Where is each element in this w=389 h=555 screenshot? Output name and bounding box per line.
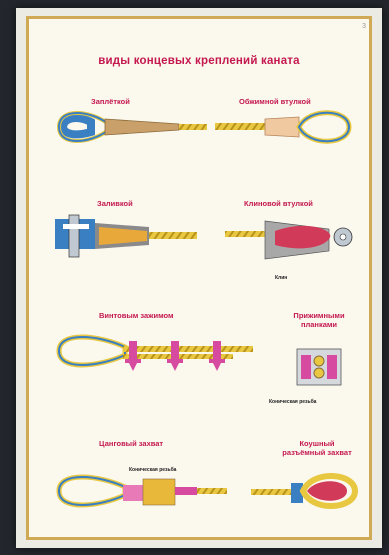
splice-illustration	[59, 113, 207, 141]
illustrations	[29, 19, 369, 537]
clamp-plates-illustration	[297, 349, 341, 385]
wedge-sleeve-illustration	[225, 221, 352, 259]
screw-clamp-illustration	[59, 337, 253, 371]
pressed-sleeve-illustration	[215, 113, 349, 142]
collet-grip-illustration	[59, 477, 227, 505]
poster-sheet: 3 виды концевых креплений каната Заплётк…	[26, 16, 372, 540]
pouring-socket-illustration	[55, 215, 197, 257]
thimble-grip-illustration	[251, 476, 355, 506]
